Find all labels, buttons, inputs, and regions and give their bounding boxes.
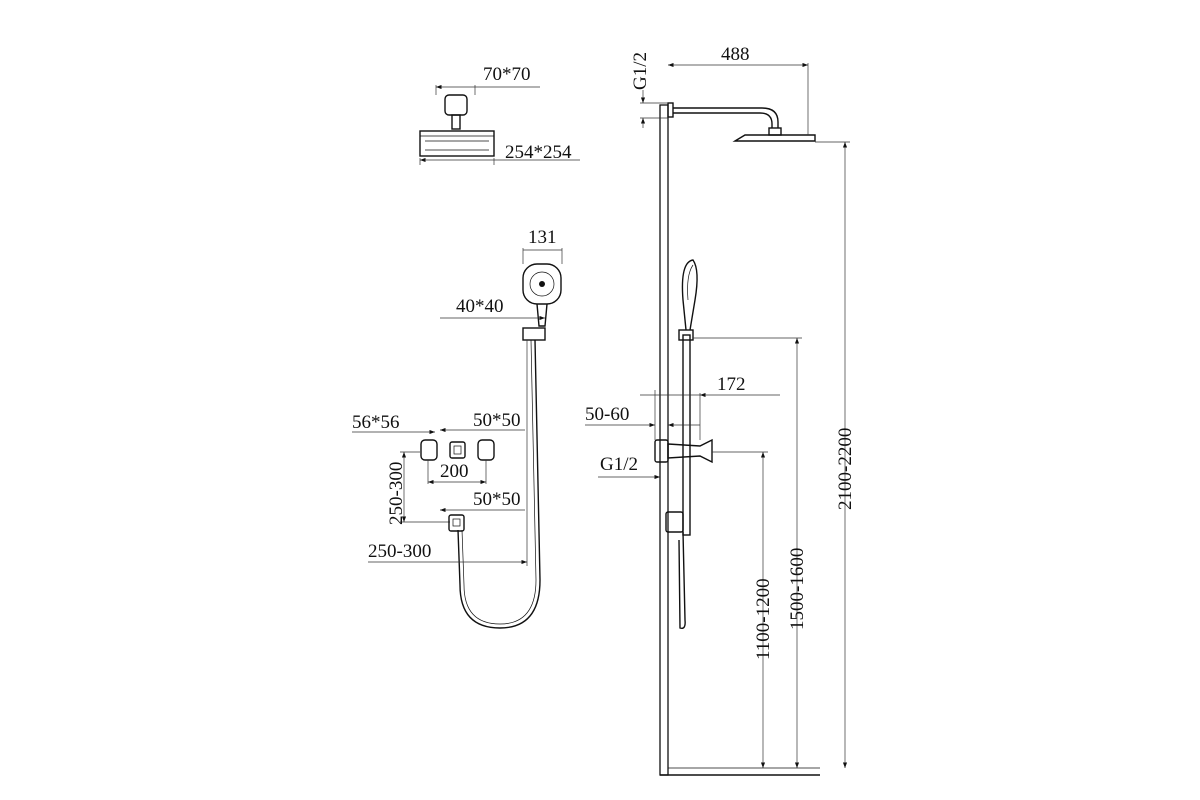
outlet-size-label: 50*50: [473, 489, 521, 510]
arm-length-label: 488: [721, 44, 750, 65]
valve-spacing-label: 200: [440, 461, 469, 482]
inlet-thread-label: G1/2: [600, 454, 638, 475]
holder-size-label: 40*40: [456, 296, 504, 317]
hand-shower-front: 131 40*40: [440, 227, 563, 629]
valves-front: 56*56 50*50 200 250-300: [352, 410, 525, 525]
hand-head-width-label: 131: [528, 227, 557, 248]
flange-size-label: 70*70: [483, 64, 531, 85]
head-height-label: 2100-2200: [835, 428, 856, 510]
side-view: 488 G1/2 172 50-60 G1/2 2100-2200 1500-1…: [585, 44, 856, 776]
overhead-shower-front: 70*70 254*254: [419, 64, 580, 165]
head-size-label: 254*254: [505, 142, 572, 163]
holder-projection-label: 172: [717, 374, 746, 395]
knob-size-label: 56*56: [352, 412, 400, 433]
wall-gap-label: 50-60: [585, 404, 629, 425]
mixer-height-label: 1100-1200: [753, 578, 774, 660]
center-size-label: 50*50: [473, 410, 521, 431]
wall-outlet-front: 50*50 250-300: [368, 340, 528, 566]
top-thread-label: G1/2: [630, 52, 651, 90]
outlet-offset-label: 250-300: [368, 541, 431, 562]
valve-height-label: 250-300: [386, 462, 407, 525]
holder-height-label: 1500-1600: [787, 548, 808, 630]
